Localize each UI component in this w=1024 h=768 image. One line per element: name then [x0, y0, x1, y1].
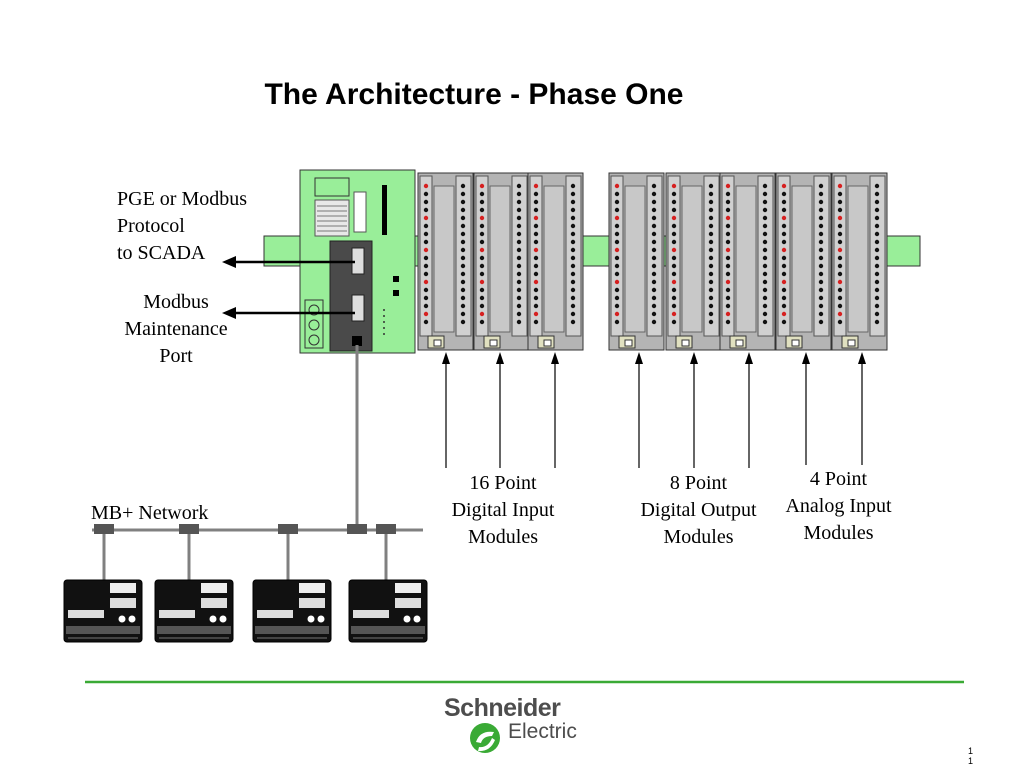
- digital-input-label: 16 Point Digital Input Modules: [451, 472, 555, 548]
- io-module: [719, 172, 776, 351]
- schneider-electric-logo: Schneider Electric: [440, 694, 590, 758]
- brand-sub: Electric: [508, 720, 577, 743]
- maintenance-arrow: [222, 307, 355, 319]
- digital-output-label: 8 Point Digital Output Modules: [640, 472, 757, 548]
- io-module: [527, 172, 584, 351]
- remote-io-node: [154, 579, 234, 643]
- plc-processor: [299, 169, 416, 354]
- io-module: [665, 172, 722, 351]
- io-module: [608, 172, 665, 351]
- page-number: 1 1: [968, 746, 974, 766]
- remote-io-node: [348, 579, 428, 643]
- mb-plus-network: [92, 345, 423, 580]
- module-arrows: [442, 352, 866, 468]
- brand-name: Schneider: [444, 694, 561, 722]
- maintenance-port-label: Modbus Maintenance Port: [124, 291, 228, 367]
- pge-modbus-label: PGE or Modbus Protocol to SCADA: [117, 188, 248, 264]
- io-module: [417, 172, 474, 351]
- io-module: [473, 172, 530, 351]
- io-module: [831, 172, 888, 351]
- scada-arrow: [222, 256, 355, 268]
- io-module: [775, 172, 832, 351]
- analog-input-label: 4 Point Analog Input Modules: [785, 468, 892, 544]
- schneider-logo-icon: [470, 723, 500, 753]
- remote-nodes: [63, 579, 428, 643]
- io-module-rack: [417, 172, 888, 351]
- remote-io-node: [63, 579, 143, 643]
- mb-plus-network-label: MB+ Network: [91, 502, 209, 524]
- page-title: The Architecture - Phase One: [264, 78, 684, 111]
- remote-io-node: [252, 579, 332, 643]
